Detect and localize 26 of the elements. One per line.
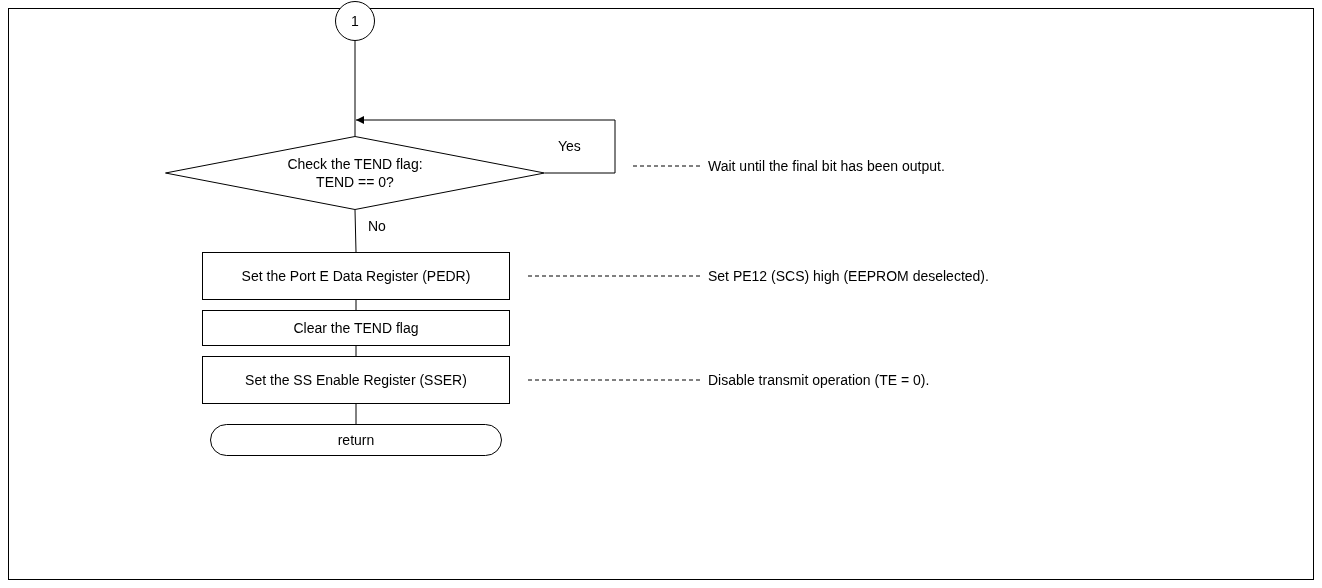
leader-line <box>632 165 701 167</box>
terminator-shape <box>210 424 502 456</box>
note-text: Set PE12 (SCS) high (EEPROM deselected). <box>708 267 989 285</box>
connector-line <box>355 299 357 311</box>
connector-line <box>354 209 357 253</box>
edge-label: No <box>366 218 388 234</box>
node-label: Clear the TEND flag <box>293 319 419 337</box>
connector-line <box>355 345 357 357</box>
connector-line <box>354 40 356 137</box>
process-box <box>202 310 510 346</box>
leader-line <box>527 379 701 381</box>
node-label: return <box>337 431 375 449</box>
node-label: Set the Port E Data Register (PEDR) <box>241 267 471 285</box>
connector-line <box>355 403 357 425</box>
process-box <box>202 356 510 404</box>
node-label: Check the TEND flag: TEND == 0? <box>286 155 424 191</box>
leader-line <box>527 275 701 277</box>
note-text: Wait until the final bit has been output. <box>708 157 945 175</box>
node-label: Set the SS Enable Register (SSER) <box>245 371 467 389</box>
decision-diamond <box>165 136 545 210</box>
connector-line <box>355 116 616 174</box>
node-label: 1 <box>351 12 359 30</box>
connector-circle <box>335 1 375 41</box>
process-box <box>202 252 510 300</box>
note-text: Disable transmit operation (TE = 0). <box>708 371 930 389</box>
edge-label: Yes <box>556 138 583 154</box>
